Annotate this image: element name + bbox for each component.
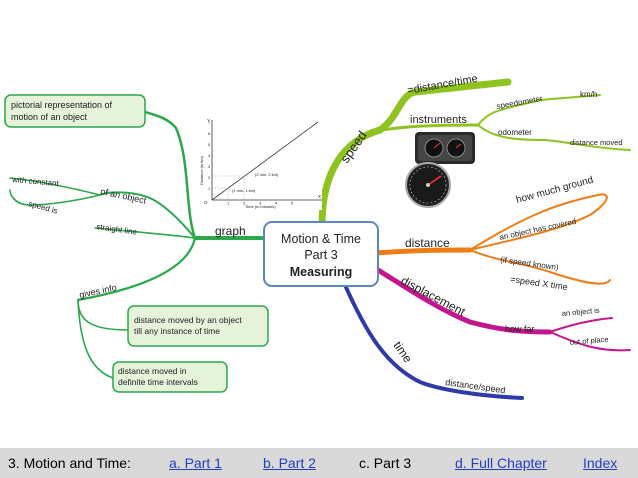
svg-text:distance moved in defini: distance moved in definite time interval… xyxy=(118,366,198,387)
pictorial-line1: pictorial representation of xyxy=(11,100,113,110)
mini-y-letter: Y xyxy=(207,118,210,123)
distance-branch xyxy=(372,193,611,285)
distance-intervals-box: distance moved in definite time interval… xyxy=(112,361,228,393)
speed-x-time-label: =speed X time xyxy=(510,274,569,292)
with-constant-label: with constant xyxy=(11,175,60,188)
time-branch xyxy=(343,283,524,400)
distance-any-instance-line2: till any instance of time xyxy=(134,326,220,336)
mini-note1: (1 min, 1 km) xyxy=(232,188,256,193)
mini-x-tick: 1 xyxy=(227,201,230,206)
distance-intervals-line2: definite time intervals xyxy=(118,377,198,387)
distance-label: distance xyxy=(405,236,450,250)
graph-branch xyxy=(9,110,264,379)
of-an-object-label: of an object xyxy=(100,186,148,206)
displacement-label: displacement xyxy=(399,273,469,319)
center-part: Part 3 xyxy=(304,248,337,262)
mini-graph-line xyxy=(211,121,319,201)
svg-text:distance moved by an object: distance moved by an object till any ins… xyxy=(134,315,244,336)
footer-nav-bar: 3. Motion and Time: a. Part 1 b. Part 2 … xyxy=(0,448,638,478)
mini-origin: O xyxy=(204,200,208,205)
pictorial-line2: motion of an object xyxy=(11,112,88,122)
mini-x-tick: 4 xyxy=(275,201,278,206)
instruments-label: instruments xyxy=(410,114,467,126)
center-title: Motion & Time xyxy=(281,232,361,246)
mini-ylabel: Distance (in km) xyxy=(199,155,204,185)
mind-map: speed =distance/time instruments speedom… xyxy=(4,73,631,400)
speed-branch xyxy=(318,78,631,229)
speedometer-dial-image xyxy=(405,162,451,208)
center-node: Motion & Time Part 3 Measuring xyxy=(263,221,379,287)
link-index[interactable]: Index xyxy=(583,455,618,471)
straight-line-label: straight line xyxy=(96,222,138,237)
instrument-cluster-image xyxy=(415,132,475,164)
kmh-label: km/h xyxy=(580,90,597,99)
link-part-2[interactable]: b. Part 2 xyxy=(263,455,316,471)
mini-y-tick: 3 xyxy=(208,164,211,169)
mini-y-tick: 2 xyxy=(208,175,211,180)
mini-y-tick: 1 xyxy=(208,186,211,191)
mini-y-tick: 5 xyxy=(208,142,211,147)
link-full-chapter[interactable]: d. Full Chapter xyxy=(455,455,547,471)
how-much-ground-label: how much ground xyxy=(515,175,595,206)
an-object-is-label: an object is xyxy=(561,306,600,318)
mini-x-tick: 5 xyxy=(291,201,294,206)
graph-label: graph xyxy=(215,224,246,238)
mini-note2: (2 min, 2 km) xyxy=(255,172,279,177)
pictorial-box: pictorial representation of motion of an… xyxy=(4,94,146,128)
speed-is-label: speed is xyxy=(27,199,58,215)
distance-time-mini-graph: 1 2 3 4 5 1 2 3 4 5 6 7 O X Y Time (in minutes) Di… xyxy=(196,114,322,210)
odometer-label: odometer xyxy=(498,128,532,137)
distance-any-instance-line1: distance moved by an object xyxy=(134,315,242,325)
covered-label: an object has covered xyxy=(499,217,577,242)
mini-x-tick: 3 xyxy=(259,201,262,206)
mini-xlabel: Time (in minutes) xyxy=(245,204,276,209)
displacement-branch xyxy=(375,267,631,352)
center-measuring: Measuring xyxy=(290,265,353,279)
speed-formula: =distance/time xyxy=(406,73,478,97)
pictorial-text: pictorial representation of motion of an… xyxy=(11,100,115,122)
gives-info-label: gives info xyxy=(78,282,117,300)
mini-y-tick: 4 xyxy=(208,153,211,158)
current-part-3: c. Part 3 xyxy=(359,455,412,471)
how-far-label: how far xyxy=(505,324,535,334)
distance-any-instance-box: distance moved by an object till any ins… xyxy=(127,305,269,347)
distance-moved-label: distance moved xyxy=(570,138,623,147)
out-of-place-label: out of place xyxy=(569,335,608,347)
distance-intervals-line1: distance moved in xyxy=(118,366,187,376)
speed-label: speed xyxy=(337,128,370,166)
mini-y-tick: 7 xyxy=(208,120,211,125)
footer-chapter-label: 3. Motion and Time: xyxy=(8,455,131,471)
mini-x-tick: 2 xyxy=(243,201,246,206)
if-speed-known-label: (if speed known) xyxy=(500,255,560,272)
speedometer-label: speedometer xyxy=(496,94,544,111)
mini-y-tick: 6 xyxy=(208,131,211,136)
mini-x-letter: X xyxy=(318,194,321,199)
link-part-1[interactable]: a. Part 1 xyxy=(169,455,222,471)
